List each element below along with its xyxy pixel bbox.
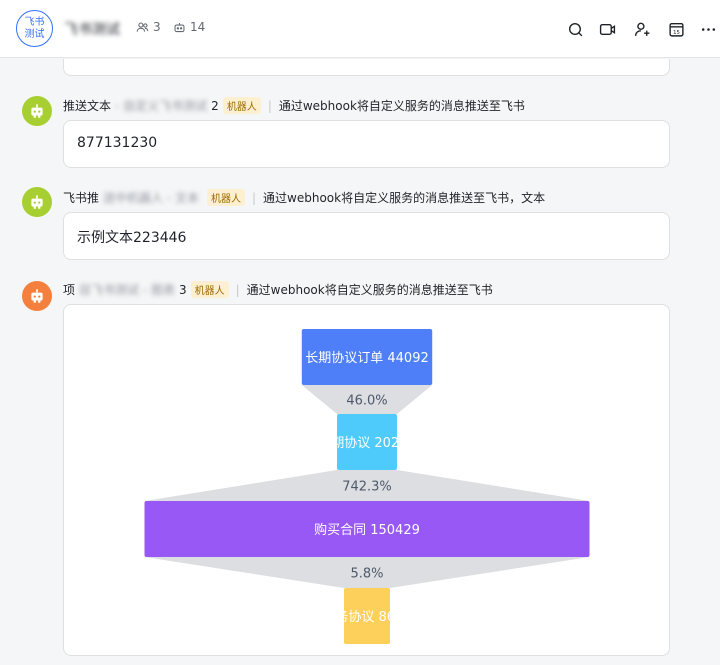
add-user-icon	[634, 22, 649, 36]
previous-message-card	[63, 59, 670, 76]
funnel-connector	[144, 557, 590, 588]
message-text: 877131230	[77, 135, 158, 151]
conversion-rate-label: 742.3%	[342, 480, 392, 495]
video-icon	[599, 23, 615, 35]
funnel-bar-label: 购买合同 150429	[314, 522, 420, 538]
funnel-bar-label: 长期协议 20266	[318, 436, 416, 451]
message-card[interactable]: 示例文本223446	[63, 212, 670, 260]
funnel-bar[interactable]	[301, 329, 433, 385]
separator: |	[267, 98, 272, 113]
sender-name-blurred: - 自定义飞书测试	[115, 99, 208, 113]
members-count-text: 3	[153, 20, 161, 34]
bots-count-text: 14	[190, 20, 206, 34]
bot-avatar[interactable]	[22, 281, 52, 311]
message-text: 示例文本223446	[77, 230, 187, 246]
funnel-chart: 46.0% 742.3% 5.8% 长期协议订单 44092 长期协议 20266 购买合…	[144, 329, 590, 644]
sender-description: 通过webhook将自定义服务的消息推送至飞书	[278, 99, 525, 113]
more-button[interactable]	[697, 18, 719, 40]
group-avatar[interactable]: 飞书 测试	[16, 10, 53, 47]
robot-icon	[174, 22, 185, 32]
message-sender: 飞书推送中机器人 - 文本 机器人 | 通过webhook将自定义服务的消息推送…	[63, 189, 545, 206]
sender-name-blurred: 目飞书测试 - 图表	[79, 283, 175, 297]
message-card[interactable]: 877131230	[63, 120, 670, 168]
more-icon	[701, 27, 715, 31]
bot-avatar[interactable]	[22, 187, 52, 217]
funnel-bar-label: 服务协议 8689	[322, 609, 411, 625]
robot-icon	[31, 289, 43, 303]
conversion-rate-label: 5.8%	[350, 567, 383, 582]
sender-description: 通过webhook将自定义服务的消息推送至飞书	[246, 283, 493, 297]
search-icon	[568, 22, 582, 36]
sender-name-prefix: 项	[63, 283, 76, 297]
separator: |	[235, 282, 240, 297]
sender-name-prefix: 推送文本	[63, 99, 112, 113]
search-button[interactable]	[564, 18, 586, 40]
members-icon	[136, 22, 149, 32]
sender-name-prefix: 飞书推	[63, 191, 100, 205]
funnel-bar[interactable]	[337, 414, 397, 470]
chart-card[interactable]: 46.0% 742.3% 5.8% 长期协议订单 44092 长期协议 20266 购买合…	[63, 304, 670, 656]
robot-icon	[31, 104, 43, 118]
bot-badge: 机器人	[190, 281, 229, 298]
bot-avatar[interactable]	[22, 96, 52, 126]
chat-header: 飞书 测试 飞书测试 3 14 15	[0, 0, 720, 58]
group-avatar-text: 飞书 测试	[24, 16, 45, 40]
sender-description: 通过webhook将自定义服务的消息推送至飞书，文本	[263, 191, 546, 205]
group-name[interactable]: 飞书测试	[64, 22, 120, 38]
sender-name-suffix: 3	[178, 282, 187, 297]
sender-name-suffix: 2	[211, 98, 219, 113]
bot-badge: 机器人	[222, 97, 261, 114]
add-member-button[interactable]	[631, 18, 653, 40]
funnel-bar[interactable]	[344, 588, 390, 644]
members-count[interactable]: 3	[136, 20, 161, 34]
conversion-rate-label: 46.0%	[346, 394, 387, 409]
funnel-connector	[301, 385, 433, 414]
funnel-bar-label: 长期协议订单 44092	[305, 351, 429, 366]
calendar-icon: 15	[668, 22, 684, 37]
video-call-button[interactable]	[596, 18, 618, 40]
robot-icon	[31, 195, 43, 209]
svg-text:15: 15	[673, 29, 680, 35]
bot-badge: 机器人	[206, 189, 245, 206]
funnel-connector	[144, 470, 590, 501]
sender-name-blurred: 送中机器人 - 文本	[103, 191, 199, 205]
calendar-button[interactable]: 15	[665, 18, 687, 40]
separator: |	[251, 190, 257, 205]
bots-count[interactable]: 14	[173, 20, 205, 34]
funnel-bar[interactable]	[144, 501, 590, 557]
